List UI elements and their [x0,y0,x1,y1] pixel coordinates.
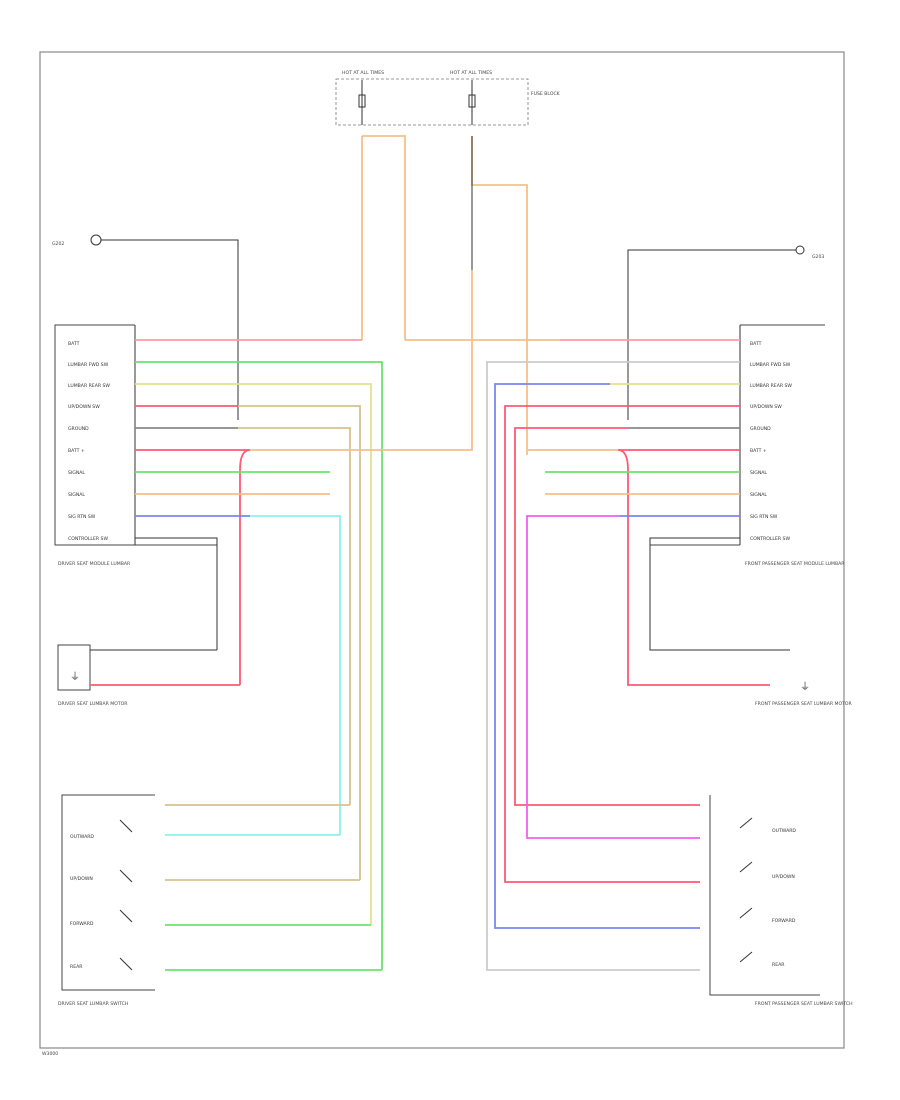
left-switch-row-2: UP/DOWN [70,876,93,882]
right-switch-outline [709,795,820,996]
left-motor-icon: ⏚ [70,671,80,683]
right-switch-contacts [739,817,753,963]
fuse-left-label: HOT AT ALL TIMES [342,70,384,76]
left-pin-7: SIGNAL [68,470,85,476]
left-module: BATT LUMBAR FWD SW LUMBAR REAR SW UP/DOW… [54,324,217,567]
wire-left-feed-orange [362,135,406,340]
right-top-ground-label: G203 [812,254,824,260]
left-motor-caption: DRIVER SEAT LUMBAR MOTOR [58,701,128,707]
right-switch-row-3: FORWARD [772,918,796,924]
left-top-ground-label: G202 [52,241,64,247]
left-wire-updown-tan [238,405,361,880]
right-switch: OUTWARD UP/DOWN FORWARD REAR FRONT PASSE… [709,795,853,1007]
left-pin-10: CONTROLLER SW [68,536,108,542]
left-wire-batt-plus-orange [250,270,473,451]
right-pin-1: BATT [750,341,762,347]
left-switch-contacts [119,819,133,971]
right-pin-10: CONTROLLER SW [750,536,790,542]
right-pin-7: SIGNAL [750,470,767,476]
left-pin-5: GROUND [68,426,89,432]
right-pin-8: SIGNAL [750,492,767,498]
ground-icon [90,234,102,246]
wire-right-feed-orange [471,136,528,455]
right-wires [405,339,790,971]
right-switch-row-4: REAR [772,962,785,968]
fuse-block-outline [335,78,529,126]
right-wire-lumbar-rear-blue [494,383,700,929]
left-switch: OUTWARD UP/DOWN FORWARD REAR DRIVER SEAT… [58,794,382,1007]
right-switch-caption: FRONT PASSENGER SEAT LUMBAR SWITCH [755,1001,853,1007]
left-pin-9: SIG RTN SW [68,514,96,520]
left-motor-outline [57,644,91,691]
right-module-caption: FRONT PASSENGER SEAT MODULE LUMBAR [745,561,845,567]
fuse-right-icon [468,94,476,108]
wire-left-ground-black [101,239,239,420]
wire-right-ground-black [627,249,796,420]
right-wire-lumbar-fwd [486,361,740,971]
right-pin-2: LUMBAR FWD SW [750,362,791,368]
right-wire-sig-rtn-magenta [526,515,700,839]
right-pin-4: UP/DOWN SW [750,404,782,410]
left-switch-row-1: OUTWARD [70,834,94,840]
left-switch-row-3: FORWARD [70,921,94,927]
left-top-ground: G202 [52,234,239,420]
right-wire-ground-red [514,427,700,806]
left-switch-caption: DRIVER SEAT LUMBAR SWITCH [58,1001,128,1007]
left-motor: ⏚ DRIVER SEAT LUMBAR MOTOR [57,644,240,707]
left-pin-1: BATT [68,341,80,347]
left-pin-6: BATT + [68,448,85,454]
right-motor: ⏚ FRONT PASSENGER SEAT LUMBAR MOTOR [755,681,853,707]
left-wire-sig-rtn-cyan [250,515,341,835]
left-pin-3: LUMBAR REAR SW [68,383,110,389]
ground-icon [795,245,805,255]
right-motor-icon: ⏚ [800,681,810,693]
right-wire-controller [649,537,790,651]
left-switch-outline [61,794,155,991]
left-wire-controller [135,537,218,650]
left-wires [135,270,473,970]
left-switch-row-4: REAR [70,964,83,970]
fuse-right-label: HOT AT ALL TIMES [450,70,492,76]
diagram-frame [39,51,845,1049]
fuse-branches [361,135,528,455]
right-top-ground: G203 [627,245,824,420]
right-switch-row-1: OUTWARD [772,828,796,834]
left-module-outline [54,324,217,546]
left-wire-lumbar-fwd [135,361,383,970]
right-pin-3: LUMBAR REAR SW [750,383,792,389]
left-pin-4: UP/DOWN SW [68,404,100,410]
fuse-block: HOT AT ALL TIMES HOT AT ALL TIMES FUSE B… [335,70,561,126]
right-motor-caption: FRONT PASSENGER SEAT LUMBAR MOTOR [755,701,853,707]
right-pin-5: GROUND [750,426,771,432]
left-pin-8: SIGNAL [68,492,85,498]
right-wire-updown [504,405,740,883]
right-pin-6: BATT + [750,448,767,454]
right-pin-9: SIG RTN SW [750,514,778,520]
left-wire-ground-tan [238,427,351,805]
right-module-outline [650,324,825,546]
left-wire-lumbar-rear [135,383,372,925]
right-wire-batt-plus [617,449,770,686]
fuse-left-icon [358,94,366,108]
left-module-caption: DRIVER SEAT MODULE LUMBAR [58,561,131,567]
diagram-code: W3000 [42,1051,58,1057]
right-switch-row-2: UP/DOWN [772,874,795,880]
left-pin-2: LUMBAR FWD SW [68,362,109,368]
fuse-block-label: FUSE BLOCK [531,91,561,97]
left-wire-batt-plus [135,449,251,685]
